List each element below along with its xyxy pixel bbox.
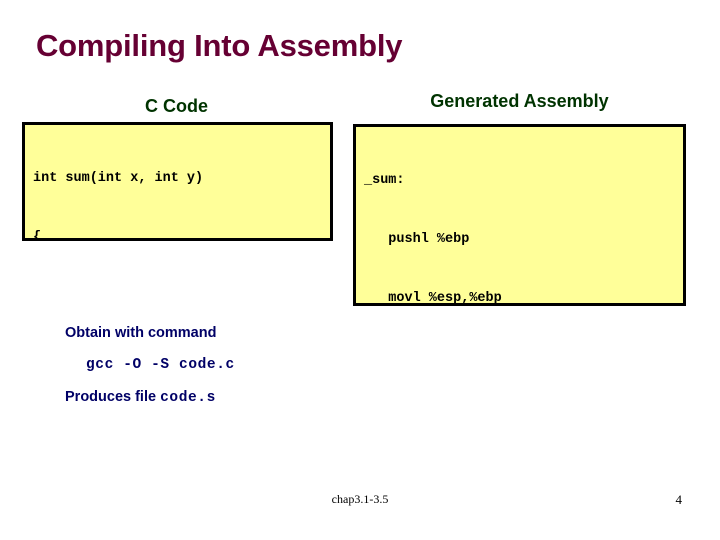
produces-file-name: code.s [160,390,216,406]
page-title: Compiling Into Assembly [36,28,403,63]
c-code-line: int sum(int x, int y) [33,171,204,187]
footer-chapter-reference: chap3.1-3.5 [331,492,389,506]
assembly-code-block: _sum: pushl %ebp movl %esp,%ebp movl 12(… [353,124,686,306]
assembly-code-line: _sum: [364,173,405,189]
c-code-line: { [33,229,42,241]
produces-file-note: Produces file code.s [65,388,216,408]
footer-page-number: 4 [675,492,683,507]
obtain-with-command-label: Obtain with command [65,325,217,341]
c-code-heading: C Code [145,96,208,116]
gcc-command-text: gcc -O -S code.c [86,357,235,373]
c-code-block: int sum(int x, int y) { int t = x+y; ret… [22,122,333,241]
assembly-code-line: movl %esp,%ebp [364,290,502,306]
generated-assembly-heading: Generated Assembly [430,91,609,111]
assembly-code-line: pushl %ebp [364,231,470,247]
produces-file-label: Produces file [65,389,161,405]
